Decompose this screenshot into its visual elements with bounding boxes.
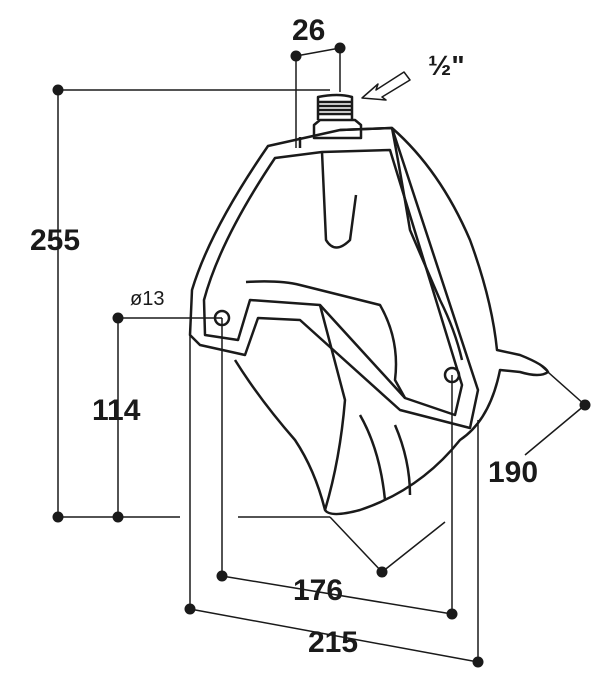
dim-hole-spacing: 176: [293, 574, 344, 607]
dimension-dots: [52, 42, 591, 668]
dim-mount-hole-height: 114: [92, 394, 141, 427]
dim-inlet-offset: 26: [292, 14, 326, 47]
frame-outer: [188, 126, 480, 430]
dim-hole-diameter: ø13: [130, 288, 165, 310]
dim-height-total: 255: [30, 224, 81, 257]
dim-overall-width: 215: [308, 626, 359, 659]
hex-nut: [312, 118, 363, 140]
dim-thread-size: ½": [428, 50, 465, 81]
thread: [316, 93, 354, 120]
urinal-body: [188, 93, 550, 516]
frame-inner: [202, 148, 464, 417]
dim-depth: 190: [488, 456, 539, 489]
arrow-icon: [361, 71, 411, 101]
dimension-lines: [57, 47, 586, 663]
